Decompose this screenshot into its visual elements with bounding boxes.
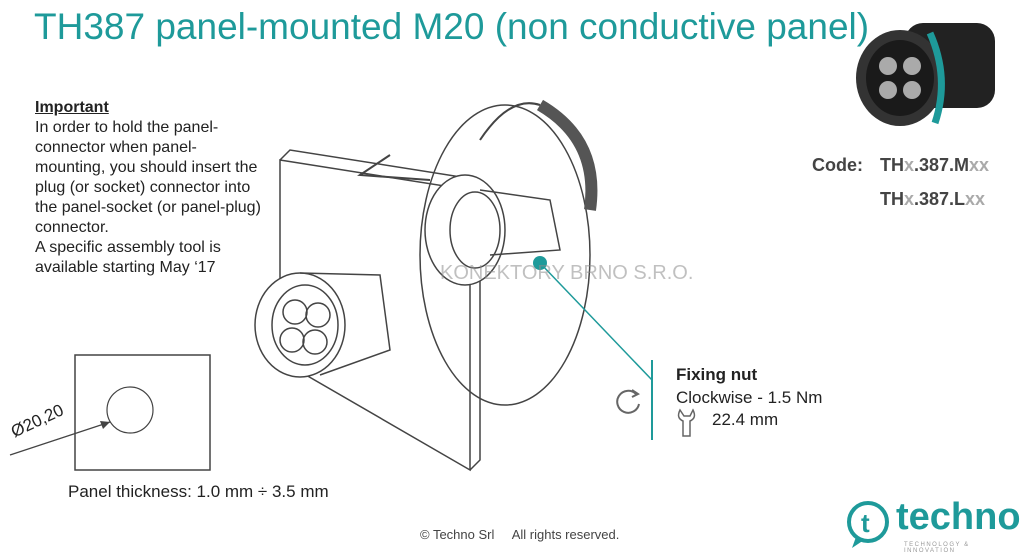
product-codes: Code:THx.387.Mxx THx.387.Lxx <box>812 148 989 216</box>
code-part: x <box>904 189 915 209</box>
page-title: TH387 panel-mounted M20 (non conductive … <box>34 6 870 47</box>
fixing-torque: Clockwise - 1.5 Nm <box>676 388 823 407</box>
fixing-nut-info: Fixing nut Clockwise - 1.5 Nm <box>676 363 822 409</box>
code-part: TH <box>880 155 904 175</box>
assembly-drawing <box>254 99 653 472</box>
note-heading: Important <box>35 99 109 116</box>
wrench-icon <box>677 408 696 437</box>
note-line: plug (or socket) connector into <box>35 179 251 196</box>
fixing-heading: Fixing nut <box>676 365 758 384</box>
note-line: connector. <box>35 219 109 236</box>
note-line: In order to hold the panel- <box>35 119 219 136</box>
panel-thickness: Panel thickness: 1.0 mm ÷ 3.5 mm <box>68 482 329 501</box>
techno-logo: t techno TECHNOLOGY & INNOVATION <box>846 496 1021 554</box>
wrench-size: 22.4 mm <box>712 410 779 429</box>
logo-t-bubble-icon: t <box>847 501 889 548</box>
logo-tagline: TECHNOLOGY & INNOVATION <box>904 542 970 554</box>
note-line: connector when panel- <box>35 139 197 156</box>
clockwise-icon <box>616 389 640 414</box>
note-line: mounting, you should insert the <box>35 159 258 176</box>
code-part: x <box>904 155 915 175</box>
product-photo <box>856 23 995 126</box>
note-line: available starting May ‘17 <box>35 259 216 276</box>
code-part: .387.L <box>914 189 966 209</box>
panel-cutout-drawing <box>9 354 211 471</box>
svg-text:t: t <box>861 508 870 538</box>
watermark: KONEKTORY BRNO S.R.O. <box>440 262 694 284</box>
note-line: A specific assembly tool is <box>35 239 221 256</box>
important-note: Important In order to hold the panel- co… <box>35 98 275 278</box>
code-part: xx <box>969 155 990 175</box>
footer-copyright: © Techno Srl All rights reserved. <box>420 527 620 542</box>
code-part: xx <box>965 189 986 209</box>
code-part: TH <box>880 189 904 209</box>
note-line: the panel-socket (or panel-plug) <box>35 199 261 216</box>
code-label: Code: <box>812 155 863 175</box>
logo-word: techno <box>896 496 1021 538</box>
code-part: .387.M <box>914 155 970 175</box>
